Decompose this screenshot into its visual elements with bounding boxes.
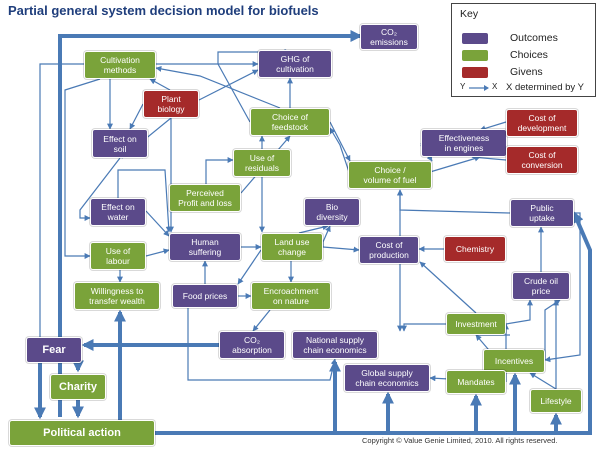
node-use-of-labour: Use of labour [90,242,146,270]
key-arrow-icon [469,85,489,91]
connector-arrow [479,121,507,132]
node-effect-on-water: Effect on water [90,198,146,226]
node-perceived-profit-loss: Perceived Profit and loss [169,184,241,212]
node-cost-of-conversion: Cost of conversion [506,146,578,174]
node-public-uptake: Public uptake [510,199,574,227]
connector-arrow [37,63,84,418]
key-label-outcomes: Outcomes [510,32,558,44]
key-item-givens: Givens [462,66,592,80]
key-legend: Key Outcomes Choices Givens Y X X determ… [451,3,596,97]
node-human-suffering: Human suffering [169,233,241,261]
node-willingness-transfer-wealth: Willingness to transfer wealth [74,282,160,310]
connector-arrow [529,372,557,390]
connector-arrow [117,169,172,233]
node-lifestyle: Lifestyle [530,389,582,413]
connector-arrow [397,189,511,214]
connector-arrow [58,30,363,417]
key-arrow-legend: Y X X determined by Y [460,82,592,96]
node-political-action: Political action [9,420,155,446]
key-arrow-x: X [492,82,498,91]
node-co2-emissions: CO₂ emissions [360,24,418,50]
choices-swatch [462,50,488,61]
node-choice-volume-fuel: Choice / volume of fuel [348,161,432,189]
connector-arrow [544,299,561,360]
node-national-supply-chain: National supply chain economics [292,331,378,359]
node-cultivation-methods: Cultivation methods [84,51,156,79]
key-label-choices: Choices [510,49,548,61]
connector-arrow [64,78,101,259]
node-use-of-residuals: Use of residuals [233,149,291,177]
copyright-notice: Copyright © Value Genie Limited, 2010. A… [362,436,558,445]
connector-arrow [145,248,170,257]
node-incentives: Incentives [483,349,545,373]
connector-arrow [401,323,446,332]
node-effectiveness-engines: Effectiveness in engines [421,129,507,157]
connector-arrow [329,127,351,176]
node-bio-diversity: Bio diversity [304,198,360,226]
node-plant-biology: Plant biology [143,90,199,118]
key-item-choices: Choices [462,49,592,63]
connector-arrow [198,69,259,101]
connector-arrow [79,157,121,221]
node-chemistry: Chemistry [444,236,506,262]
connector-arrow [149,78,171,91]
node-ghg-cultivation: GHG of cultivation [258,50,332,78]
connector-arrow [217,49,291,123]
connector-arrow [205,157,234,184]
connector-arrow [129,103,144,130]
diagram-title: Partial general system decision model fo… [8,3,319,18]
key-title: Key [460,8,479,20]
key-arrow-y: Y [460,82,466,91]
connector-arrow [237,249,262,285]
node-investment: Investment [446,313,506,335]
node-charity: Charity [50,374,106,400]
node-encroachment-nature: Encroachment on nature [251,282,331,310]
node-effect-on-soil: Effect on soil [92,129,148,158]
node-mandates: Mandates [446,370,506,394]
node-fear: Fear [26,337,82,363]
connector-arrow [298,224,329,234]
node-cost-of-development: Cost of development [506,109,578,137]
connector-arrow [505,299,533,325]
node-food-prices: Food prices [172,284,238,308]
connector-arrow [322,225,331,247]
key-arrow-text: X determined by Y [506,82,584,93]
node-crude-oil-price: Crude oil price [512,272,570,300]
node-co2-absorption: CO₂ absorption [219,331,285,359]
node-land-use-change: Land use change [261,233,323,261]
connector-arrow [155,66,281,109]
node-cost-of-production: Cost of production [359,236,419,264]
connector-arrow [329,121,351,162]
node-global-supply-chain: Global supply chain economics [344,364,430,392]
connector-arrow [252,309,271,332]
connector-arrow [145,210,170,237]
connector-arrow [152,210,592,435]
connector-arrow [322,246,360,253]
key-item-outcomes: Outcomes [462,32,592,46]
givens-swatch [462,67,488,78]
outcomes-swatch [462,33,488,44]
key-label-givens: Givens [510,66,543,78]
node-choice-of-feedstock: Choice of feedstock [250,108,330,136]
connector-arrow [419,261,477,314]
